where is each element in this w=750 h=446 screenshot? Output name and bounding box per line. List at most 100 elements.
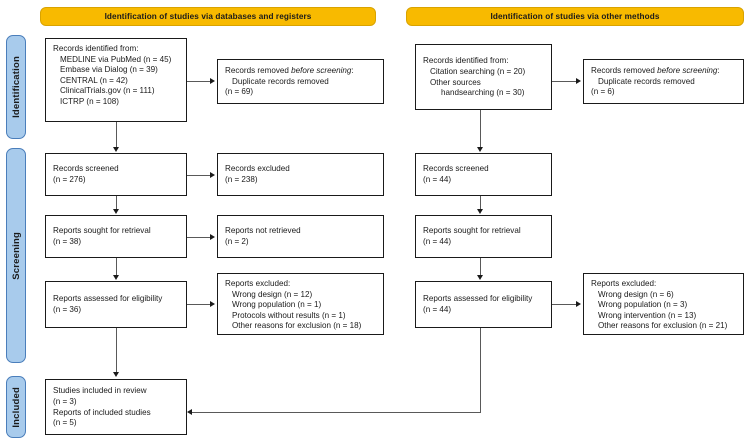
connector-other-assessed-to-included-vertical: [480, 328, 481, 412]
box-line: (n = 6): [591, 87, 615, 97]
box-line: Reports assessed for eligibility: [53, 294, 163, 304]
box-line: ICTRP (n = 108): [60, 96, 120, 106]
stage-bar-identification: Identification: [6, 35, 26, 139]
box-line: Protocols without results (n = 1): [232, 310, 346, 320]
box-line: Wrong population (n = 3): [598, 300, 688, 310]
connector-db-screened-to-excluded: [187, 175, 211, 176]
box-db-records-identified: Records identified from: MEDLINE via Pub…: [45, 38, 187, 122]
stage-bar-included: Included: [6, 376, 26, 438]
arrowhead-db-identified-to-removed: [210, 78, 215, 84]
box-other-records-screened: Records screened (n = 44): [415, 153, 552, 196]
arrowhead-db-identified-to-screened: [113, 147, 119, 152]
arrowhead-db-sought-to-assessed: [113, 275, 119, 280]
arrowhead-db-screened-to-sought: [113, 209, 119, 214]
banner-other-methods: Identification of studies via other meth…: [406, 7, 744, 26]
box-studies-included: Studies included in review (n = 3) Repor…: [45, 379, 187, 435]
box-line: Reports excluded:: [591, 279, 657, 288]
box-line: Records screened: [423, 164, 489, 174]
box-line: Embase via Dialog (n = 39): [60, 65, 158, 75]
connector-other-screened-to-sought: [480, 196, 481, 210]
box-line: MEDLINE via PubMed (n = 45): [60, 54, 172, 64]
arrowhead-db-assessed-to-included: [113, 372, 119, 377]
box-line: (n = 69): [225, 87, 254, 97]
stage-label-included: Included: [10, 386, 22, 428]
box-line: (n = 44): [423, 175, 452, 184]
connector-other-sought-to-assessed: [480, 258, 481, 275]
arrowhead-other-identified-to-screened: [477, 147, 483, 152]
box-line: Reports assessed for eligibility: [423, 294, 533, 304]
box-db-records-removed: Records removed before screening: Duplic…: [217, 59, 384, 104]
box-line: Wrong population (n = 1): [232, 300, 322, 310]
box-db-reports-sought: Reports sought for retrieval (n = 38): [45, 215, 187, 258]
connector-db-assessed-to-included: [116, 328, 117, 373]
arrowhead-other-identified-to-removed: [576, 78, 581, 84]
box-other-reports-assessed: Reports assessed for eligibility (n = 44…: [415, 281, 552, 328]
connector-db-identified-to-removed: [187, 81, 211, 82]
box-other-records-removed: Records removed before screening: Duplic…: [583, 59, 744, 104]
box-line: ClinicalTrials.gov (n = 111): [60, 86, 155, 96]
removed-italic: before screening: [291, 66, 352, 76]
banner-databases-label: Identification of studies via databases …: [104, 12, 312, 21]
connector-db-identified-to-screened: [116, 122, 117, 148]
connector-db-assessed-to-excluded: [187, 304, 211, 305]
arrowhead-db-screened-to-excluded: [210, 172, 215, 178]
connector-db-screened-to-sought: [116, 196, 117, 210]
box-line: Studies included in review: [53, 386, 147, 396]
stage-bar-screening: Screening: [6, 148, 26, 363]
box-line: (n = 44): [423, 237, 452, 246]
box-line: Records excluded: [225, 164, 290, 174]
box-line: Citation searching (n = 20): [430, 66, 526, 76]
box-line: Other sources: [430, 77, 481, 87]
box-line: Reports not retrieved: [225, 226, 301, 236]
box-line: (n = 5): [53, 418, 77, 428]
box-db-reports-assessed: Reports assessed for eligibility (n = 36…: [45, 281, 187, 328]
box-line: (n = 276): [53, 175, 86, 184]
arrowhead-other-assessed-to-excluded: [576, 301, 581, 307]
box-line: Records identified from:: [53, 44, 139, 53]
box-other-reports-excluded: Reports excluded: Wrong design (n = 6) W…: [583, 273, 744, 335]
removed-suffix: :: [351, 66, 354, 76]
stage-label-identification: Identification: [10, 56, 22, 118]
box-line: Records removed before screening:: [591, 66, 737, 77]
box-db-records-excluded: Records excluded (n = 238): [217, 153, 384, 196]
banner-databases-and-registers: Identification of studies via databases …: [40, 7, 376, 26]
box-line: (n = 44): [423, 305, 452, 314]
box-line: (n = 36): [53, 305, 82, 314]
box-line: Records screened: [53, 164, 119, 174]
arrowhead-other-to-included: [187, 409, 192, 415]
box-db-records-screened: Records screened (n = 276): [45, 153, 187, 196]
stage-label-screening: Screening: [10, 231, 22, 280]
box-line: (n = 38): [53, 237, 82, 246]
box-db-reports-excluded: Reports excluded: Wrong design (n = 12) …: [217, 273, 384, 335]
removed-italic: before screening: [657, 66, 718, 76]
box-line: Reports excluded:: [225, 279, 291, 288]
box-line: Wrong design (n = 6): [598, 289, 674, 299]
box-line: Reports sought for retrieval: [423, 226, 521, 236]
removed-suffix: :: [717, 66, 720, 76]
arrowhead-db-assessed-to-excluded: [210, 301, 215, 307]
connector-other-assessed-to-included-horizontal: [192, 412, 481, 413]
box-other-reports-sought: Reports sought for retrieval (n = 44): [415, 215, 552, 258]
box-line: Duplicate records removed: [598, 76, 695, 86]
box-line: Other reasons for exclusion (n = 18): [232, 321, 362, 331]
banner-other-label: Identification of studies via other meth…: [490, 12, 660, 21]
box-line: Duplicate records removed: [232, 76, 329, 86]
box-line: Wrong design (n = 12): [232, 289, 313, 299]
removed-prefix: Records removed: [225, 66, 292, 76]
connector-db-sought-to-not-retrieved: [187, 237, 211, 238]
box-line: (n = 238): [225, 175, 258, 184]
removed-prefix: Records removed: [591, 66, 658, 76]
arrowhead-db-sought-to-not-retrieved: [210, 234, 215, 240]
box-line: Other reasons for exclusion (n = 21): [598, 321, 728, 331]
box-line: Records removed before screening:: [225, 66, 377, 77]
box-line: CENTRAL (n = 42): [60, 75, 128, 85]
connector-db-sought-to-assessed: [116, 258, 117, 275]
connector-other-identified-to-removed: [552, 81, 577, 82]
connector-other-assessed-to-excluded: [552, 304, 577, 305]
box-other-records-identified: Records identified from: Citation search…: [415, 44, 552, 110]
box-line: (n = 2): [225, 237, 249, 246]
box-line: Wrong intervention (n = 13): [598, 310, 697, 320]
box-line: handsearching (n = 30): [441, 88, 525, 98]
connector-other-identified-to-screened: [480, 110, 481, 148]
